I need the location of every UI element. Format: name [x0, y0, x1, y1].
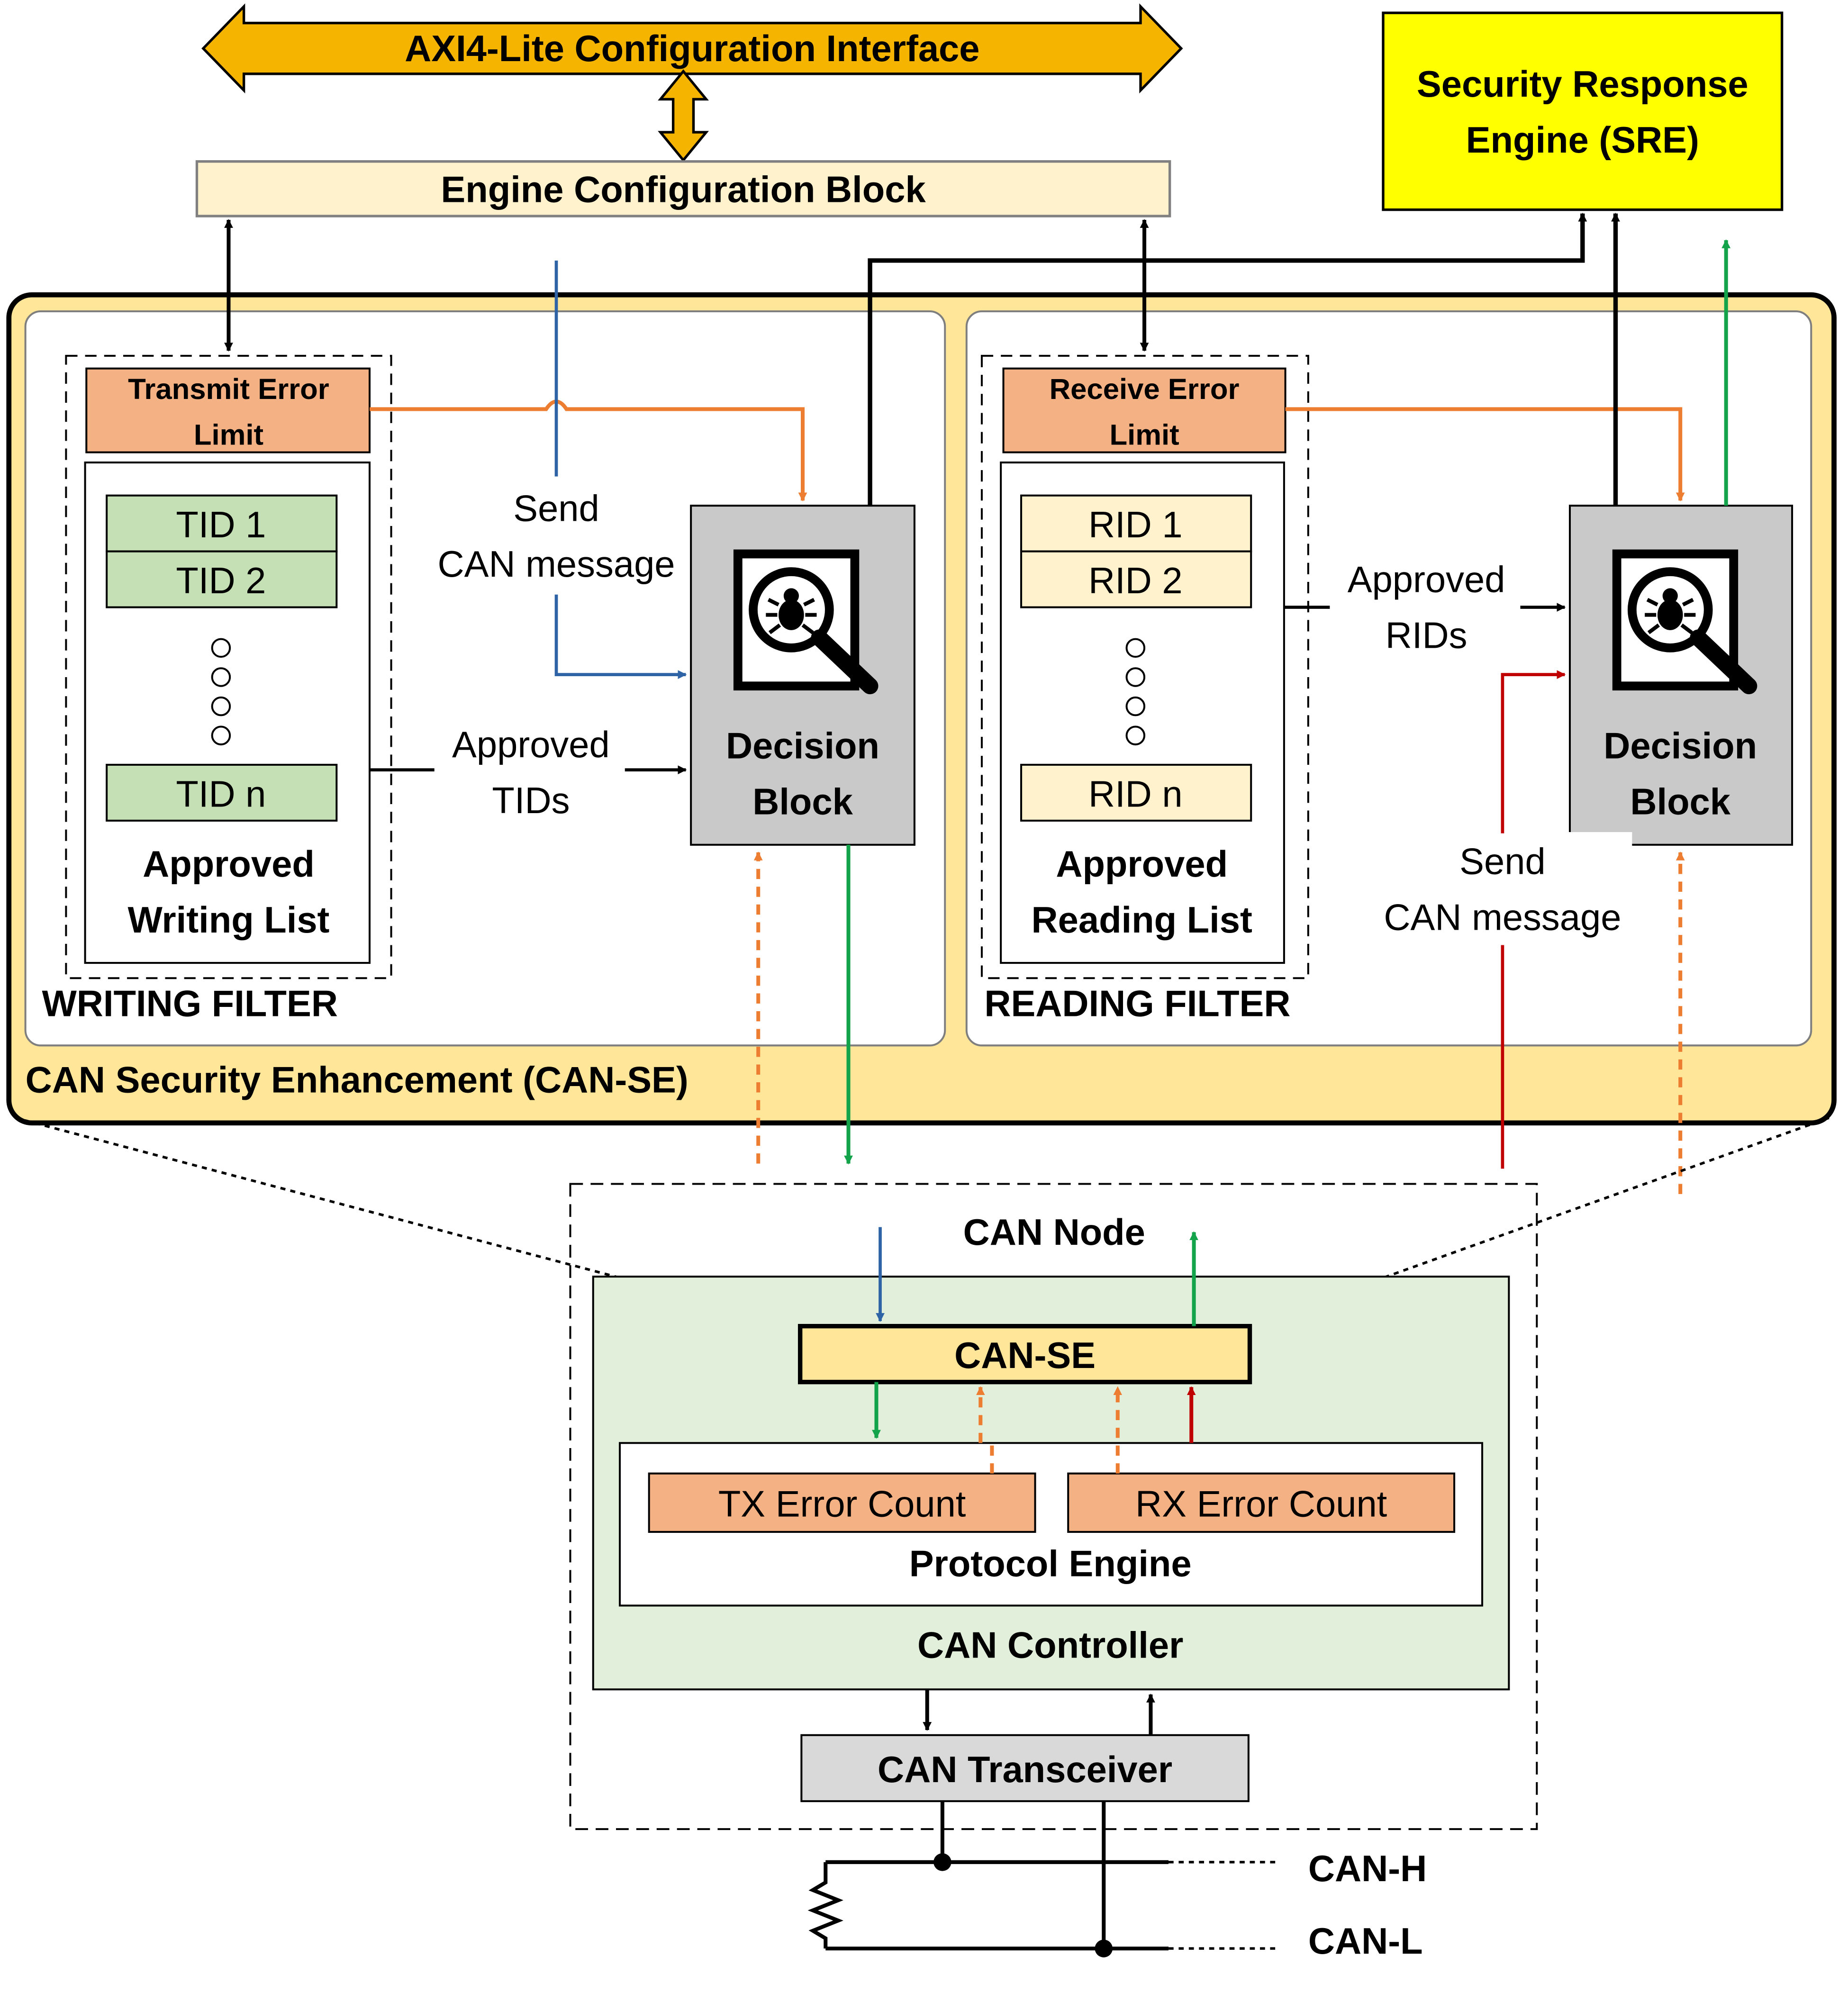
writing-filter-title: WRITING FILTER — [42, 984, 338, 1024]
sre-label-line1: Security Response — [1417, 64, 1748, 105]
axi-to-config-arrow — [658, 69, 709, 163]
zoom-line-right — [1248, 1116, 1830, 1328]
reading-send-label-line1: Send — [1459, 841, 1546, 882]
approved-writing-list-line2: Writing List — [127, 900, 329, 941]
reading-decision-line1: Decision — [1603, 726, 1757, 767]
axi-interface-label: AXI4-Lite Configuration Interface — [405, 28, 979, 69]
can-se-small-block — [797, 1323, 1252, 1385]
rid-1-cell — [1020, 494, 1252, 553]
sre-label-line2: Engine (SRE) — [1466, 120, 1699, 161]
tid-n-cell — [106, 763, 338, 822]
can-bus-wiring — [807, 1801, 1169, 1951]
rid-n-label: RID n — [1088, 774, 1183, 815]
tid-ellipsis-dots — [211, 638, 231, 746]
tid-2-cell — [106, 550, 338, 608]
approved-rids-line2: RIDs — [1386, 615, 1468, 656]
tid-1-label: TID 1 — [176, 505, 266, 545]
approved-tids-line1: Approved — [452, 725, 610, 765]
can-h-label: CAN-H — [1308, 1848, 1427, 1889]
transmit-error-limit-line2: Limit — [194, 418, 263, 451]
tx-error-count-box — [648, 1472, 1036, 1533]
can-node-title: CAN Node — [963, 1212, 1145, 1253]
tx-count-dotted-up — [980, 1387, 994, 1474]
writing-decision-line2: Block — [752, 781, 853, 822]
writing-send-label-line2: CAN message — [437, 544, 675, 585]
can-se-title: CAN Security Enhancement (CAN-SE) — [26, 1060, 688, 1100]
rx-error-count-box — [1067, 1472, 1456, 1533]
writing-decision-to-sre-line — [868, 212, 1587, 506]
axi-interface-arrow — [201, 3, 1183, 94]
approved-reading-list-line1: Approved — [1056, 844, 1228, 885]
reading-send-label-backdrop — [1562, 832, 1632, 855]
can-l-label: CAN-L — [1308, 1921, 1423, 1962]
transmit-error-limit-box — [85, 367, 371, 453]
writing-send-message-arrow — [554, 594, 687, 679]
writing-decision-line1: Decision — [726, 726, 879, 767]
writing-send-label-line1: Send — [513, 488, 599, 529]
approved-rids-line1: Approved — [1348, 559, 1505, 600]
protocol-engine-label: Protocol Engine — [909, 1544, 1192, 1585]
rid-2-cell — [1020, 550, 1252, 608]
can-transceiver-box — [800, 1734, 1250, 1803]
can-se-small-label: CAN-SE — [954, 1335, 1096, 1376]
reading-send-message-upper — [1501, 670, 1566, 833]
rid-ellipsis-dots — [1125, 638, 1146, 746]
rx-error-count-label: RX Error Count — [1135, 1484, 1387, 1525]
receive-error-limit-line1: Receive Error — [1050, 373, 1240, 406]
sre-block — [1382, 11, 1784, 211]
transmit-error-limit-line1: Transmit Error — [128, 373, 329, 406]
rid-1-label: RID 1 — [1088, 505, 1183, 545]
approved-writing-list-line1: Approved — [143, 844, 315, 885]
receive-error-limit-line2: Limit — [1109, 418, 1179, 451]
writing-filter-dashed-box — [65, 354, 392, 979]
can-transceiver-label: CAN Transceiver — [878, 1749, 1172, 1790]
engine-config-block — [195, 160, 1171, 217]
rid-2-label: RID 2 — [1088, 561, 1183, 601]
can-l-junction — [1095, 1939, 1113, 1957]
writing-bug-magnifier-icon — [738, 554, 870, 686]
reading-bug-magnifier-icon — [1617, 554, 1749, 686]
engine-config-label: Engine Configuration Block — [441, 170, 926, 210]
tx-error-count-label: TX Error Count — [718, 1484, 966, 1525]
approved-tids-line2: TIDs — [492, 780, 570, 821]
approved-reading-list-line2: Reading List — [1032, 900, 1252, 941]
reading-send-label-line2: CAN message — [1384, 897, 1621, 938]
rx-limit-to-decision-line — [1285, 407, 1685, 502]
reading-filter-title: READING FILTER — [984, 984, 1290, 1024]
tid-2-label: TID 2 — [176, 561, 266, 601]
can-controller-label: CAN Controller — [917, 1625, 1183, 1666]
can-h-junction — [933, 1853, 951, 1871]
reading-decision-line2: Block — [1630, 781, 1730, 822]
rid-n-cell — [1020, 763, 1252, 822]
can-node-dashed-box — [569, 1183, 1538, 1830]
tid-n-label: TID n — [176, 774, 266, 815]
zoom-line-left — [15, 1116, 803, 1328]
reading-filter-dashed-box — [980, 354, 1309, 979]
